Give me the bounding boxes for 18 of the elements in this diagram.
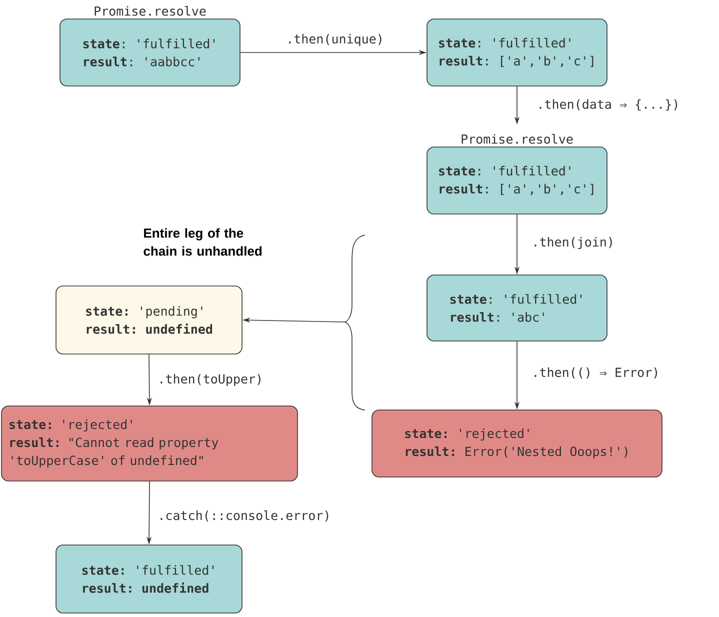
promise-box: state: 'pending' result: undefined bbox=[56, 286, 242, 354]
promise-box: state: 'fulfilled' result: undefined bbox=[56, 544, 242, 614]
edge-label: .catch(::console.error) bbox=[156, 508, 332, 524]
promise-box: state: 'fulfilled' result: ['a','b','c'] bbox=[426, 146, 608, 214]
promise-box: state: 'rejected' result: "Cannot read property 'toUpperCase' of undefined" bbox=[1, 406, 298, 482]
edge-label: .then(toUpper) bbox=[156, 372, 265, 388]
note-text: Entire leg of the chain is unhandled bbox=[144, 228, 262, 256]
promise-box: state: 'fulfilled' result: 'aabbcc' bbox=[60, 18, 240, 86]
promise-box: state: 'rejected' result: Error('Nested Ooops!') bbox=[372, 410, 662, 478]
promise-box: state: 'fulfilled' result: ['a','b','c'] bbox=[426, 18, 608, 86]
edge-label: .then(unique) bbox=[284, 32, 386, 48]
promise-box: state: 'fulfilled' result: 'abc' bbox=[426, 274, 608, 342]
bracket bbox=[344, 234, 366, 410]
edge-label: .then(() ⇒ Error) bbox=[530, 366, 662, 380]
box-heading: Promise.resolve bbox=[462, 134, 573, 144]
edge-label: .then(data ⇒ {...}) bbox=[535, 98, 682, 112]
box-heading: Promise.resolve bbox=[94, 6, 206, 16]
edge-label: .then(join) bbox=[530, 235, 616, 251]
